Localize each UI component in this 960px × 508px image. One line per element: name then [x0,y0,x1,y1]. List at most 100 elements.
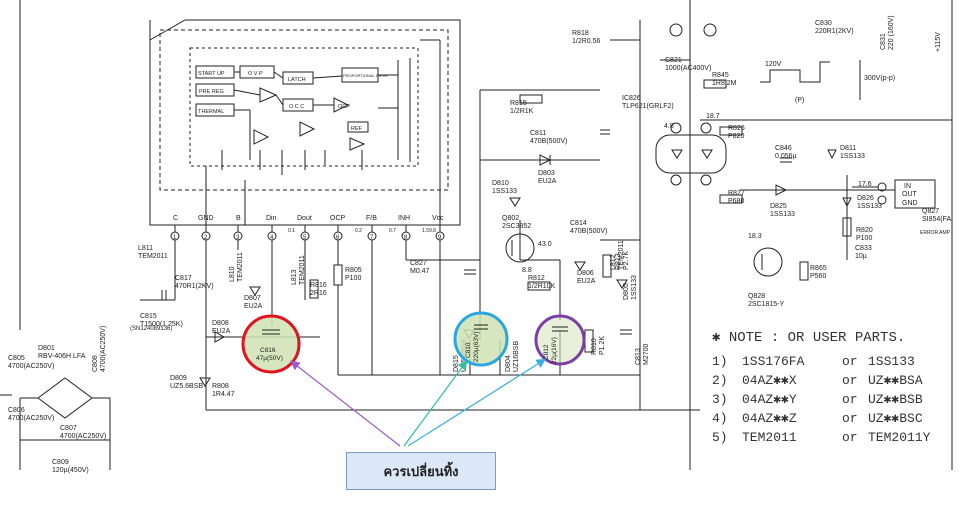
component-c821-value: 1000(AC400V) [665,65,711,72]
component-r815-value: 1/2R1K [510,108,534,115]
component-d805-ref: D805 [623,283,630,300]
ic-block-start-up: START UP [198,71,225,77]
note-row-1-num: 1) [712,354,728,369]
component-c809-ref: C809 [52,459,69,466]
component-d803-ref: D803 [538,170,555,177]
component-r865-value: P560 [810,273,826,280]
component-q827-value: SI854(FA [922,216,952,223]
component-r816-value: 2R16 [310,290,327,297]
pin-num-5: 5 [303,235,307,241]
component-r845-value: 1R8.2M [712,80,737,87]
component-c814-value: 470B(500V) [570,228,607,235]
component-c846-value: 0.056µ [775,153,797,160]
component-l811-ref: L811 [138,245,153,252]
pin-out-label: OUT [902,191,918,198]
component-r813-value: P2.7K [623,251,630,270]
pin-voltage-4: 0.1 [288,228,295,234]
ic-block-ref: REF [351,126,363,132]
component-d807-ref: D807 [244,295,261,302]
pin-in-label: IN [904,183,911,190]
component-d801-value: RBV-406H LFA [38,353,86,360]
ic-block-pre-reg: PRE REG [199,89,224,95]
component-c833-ref: C833 [855,245,872,252]
component-r820-value: P100 [856,235,872,242]
ic-block-ocp: OCP [338,104,350,110]
component-d801-ref: D801 [38,345,55,352]
component-r808-value: 1R4.47 [212,391,235,398]
component-c808-value: 4700(AC250V) [100,326,107,372]
component-r812-ref: R812 [528,275,545,282]
component-d809-value: UZ5.6BSB [170,383,203,390]
c816-value: 47µ(50V) [256,355,283,362]
component-c806-value: 4700(AC250V) [8,415,54,422]
c812-ref: C812 [543,344,550,360]
component-r816-ref: R816 [310,282,327,289]
component-r808-ref: R808 [212,383,229,390]
callout-text: ควรเปลี่ยนทิ้ง [383,464,459,480]
component-c827-value: M0.47 [410,268,430,275]
ic-block-thermal: THERMAL [198,109,224,115]
pin-voltage-8b: 1.5 [422,228,429,234]
pin-voltage-8: 0.7 [389,228,396,234]
note-row-4-or: or [842,411,858,426]
note-row-2-or: or [842,373,858,388]
c810-ref: C810 [465,342,472,358]
note-row-1-alt: 1SS133 [868,354,915,369]
component-r805-ref: R805 [345,267,362,274]
component-l811-value: TEM2011 [138,253,168,260]
component-c833-value: 10µ [855,253,867,260]
component-l812-value: TEM2011 [618,240,625,270]
component-r827-value: P680 [728,198,744,205]
component-d804-ref: D804 [505,355,512,372]
c812-value: 22µ(16V) [551,337,558,364]
note-row-1-part: 1SS176FA [742,354,805,369]
voltage-43: 43.0 [538,241,552,248]
note-row-5-part: TEM2011 [742,430,797,445]
highlight-circle-c816 [241,314,301,374]
pin-name-inh: INH [398,215,410,222]
ic-block-proportional-drive: PROPORTIONAL DRIVE [343,73,388,78]
v115-label: +115V [935,32,942,52]
component-d826-ref: D826 [857,195,874,202]
pin-name-vcc: Vcc [432,215,444,222]
component-c811-ref: C811 [530,130,546,137]
component-l810-value: TEM2011 [237,252,244,282]
part-code-text: (SN124089136) [130,326,172,332]
note-row-2-num: 2) [712,373,728,388]
period-label: (P) [795,97,804,104]
component-l813-value: TEM2011 [299,255,306,285]
component-r813-ref: R813 [615,253,622,270]
component-d808-value: EU2A [212,328,231,335]
pin-num-3: 3 [236,235,240,241]
arrow-to-c810 [403,360,468,447]
pin-name-ocp: OCP [330,215,346,222]
component-r810-value: P1.2K [599,336,606,355]
component-d808-ref: D808 [212,320,229,327]
component-q802-ref: Q802 [502,215,519,222]
voltage-8-8: 8.8 [522,267,532,274]
component-r827-ref: R827 [728,190,745,197]
component-r815-ref: R815 [510,100,527,107]
pin-name-gnd: GND [198,215,214,222]
component-l810-ref: L810 [229,266,236,282]
component-c808-ref: C808 [92,355,99,372]
pin-num-6: 6 [336,235,340,241]
pin-voltage-9: 9.8 [429,228,436,234]
note-row-2-part: 04AZ✱✱X [742,373,797,388]
callout-note: ควรเปลี่ยนทิ้ง [346,452,496,490]
component-ic826-ref: IC826 [622,95,641,102]
component-c827-ref: C827 [410,260,427,267]
component-d826-value: 1SS133 [857,203,882,210]
pin-name-fb: F/B [366,215,377,222]
note-row-4-alt: UZ✱✱BSC [868,411,923,426]
voltage-4-8: 4.8 [664,123,674,130]
component-d804-value: UZ16BSB [513,341,520,372]
component-q827-ref: Q827 [922,208,939,215]
note-row-4-part: 04AZ✱✱Z [742,411,797,426]
component-d825-ref: D825 [770,203,787,210]
pin-name-dout: Dout [297,215,312,222]
component-c831-ref: C831 [880,33,887,50]
pin-num-4: 4 [270,235,274,241]
